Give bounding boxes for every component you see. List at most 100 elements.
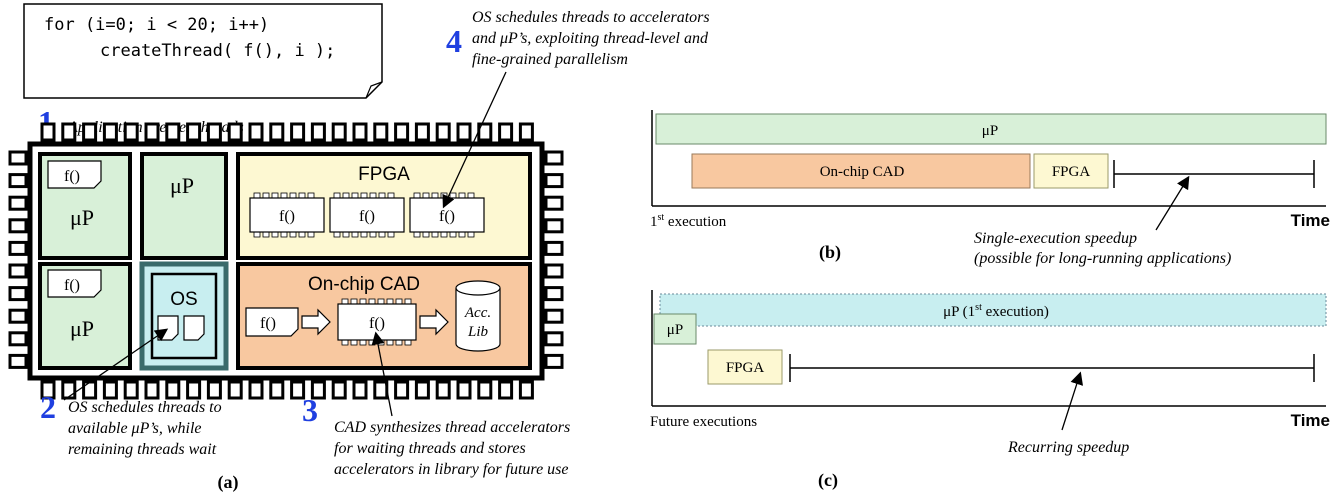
chip-pin bbox=[8, 173, 28, 189]
chip-pin bbox=[227, 380, 243, 400]
step-4-line-3: fine-grained parallelism bbox=[472, 51, 628, 68]
time-label: Time bbox=[1291, 411, 1330, 430]
caption-a: (a) bbox=[218, 472, 239, 493]
chip-pin bbox=[269, 122, 285, 142]
waiting-thread-icon bbox=[157, 315, 179, 341]
chip-pin bbox=[248, 380, 264, 400]
chip-pin bbox=[144, 380, 160, 400]
chip-pin bbox=[544, 240, 564, 256]
axis-left-label: 1st execution bbox=[650, 212, 727, 230]
caption-b: (b) bbox=[819, 242, 841, 263]
up-label: μP bbox=[170, 173, 194, 198]
code-box: for (i=0; i < 20; i++) createThread( f()… bbox=[23, 3, 383, 99]
chip-pin bbox=[123, 122, 139, 142]
chip-pin bbox=[414, 122, 430, 142]
step-3-line-2: for waiting threads and stores bbox=[334, 440, 526, 457]
chip-pin bbox=[8, 353, 28, 369]
fpga-bar bbox=[707, 349, 783, 385]
fpga-bar-label: FPGA bbox=[1052, 164, 1091, 180]
step-2-line-2: available μP’s, while bbox=[68, 420, 202, 437]
f-token: f() bbox=[260, 315, 276, 332]
speedup-arrow bbox=[1061, 371, 1084, 431]
annotation-line-1: Single-execution speedup bbox=[974, 230, 1137, 247]
chip-pin bbox=[102, 380, 118, 400]
step-3-number: 3 bbox=[302, 392, 318, 428]
up-bar bbox=[655, 113, 1327, 145]
step-2-line-1: OS schedules threads to bbox=[68, 399, 222, 416]
up-label: μP bbox=[70, 205, 94, 230]
chip-pin bbox=[477, 380, 493, 400]
chip-pin bbox=[394, 380, 410, 400]
step-2-line-3: remaining threads wait bbox=[68, 441, 217, 458]
chip-pin bbox=[82, 122, 98, 142]
chip-pin bbox=[352, 380, 368, 400]
step-2-arrow bbox=[63, 328, 169, 401]
time-label: Time bbox=[1291, 211, 1330, 230]
fpga-bar bbox=[1033, 153, 1109, 189]
chip-pin bbox=[165, 122, 181, 142]
chip-pin bbox=[310, 122, 326, 142]
step-2-number: 2 bbox=[40, 389, 56, 425]
up-small-label: μP bbox=[667, 322, 683, 338]
fpga-bar-label: FPGA bbox=[726, 360, 765, 376]
chip-pin bbox=[165, 380, 181, 400]
step-3-line-3: accelerators in library for future use bbox=[334, 461, 569, 478]
chip-pin bbox=[82, 380, 98, 400]
chip-pin bbox=[206, 122, 222, 142]
f-token: f() bbox=[64, 277, 80, 294]
caption-c: (c) bbox=[818, 470, 838, 491]
chip-pin bbox=[544, 263, 564, 279]
chip-pin bbox=[544, 353, 564, 369]
arrow-icon bbox=[301, 308, 331, 336]
timeline-c: μP (1st execution) μP FPGA Future execut… bbox=[650, 290, 1330, 491]
chip-pin bbox=[310, 380, 326, 400]
chip-pin bbox=[544, 286, 564, 302]
step-4-line-2: and μP’s, exploiting thread-level and bbox=[472, 30, 709, 47]
chip-pin bbox=[8, 331, 28, 347]
chip-pin bbox=[435, 380, 451, 400]
cad-bar-label: On-chip CAD bbox=[820, 164, 905, 180]
f-token: f() bbox=[359, 208, 375, 225]
chip-pin bbox=[373, 380, 389, 400]
chip-pin bbox=[373, 122, 389, 142]
chip-pin bbox=[331, 122, 347, 142]
chip-pin bbox=[8, 218, 28, 234]
code-line-1: for (i=0; i < 20; i++) bbox=[44, 15, 269, 35]
chip-pin bbox=[544, 331, 564, 347]
chip-pin bbox=[61, 380, 77, 400]
step-4-number: 4 bbox=[446, 23, 462, 59]
chip-pin bbox=[518, 122, 534, 142]
chip-pin bbox=[8, 195, 28, 211]
chip-pin bbox=[8, 308, 28, 324]
chip-pin bbox=[518, 380, 534, 400]
chip-pin bbox=[456, 122, 472, 142]
chip-pin bbox=[206, 380, 222, 400]
chip-pin bbox=[498, 122, 514, 142]
chip-pin bbox=[331, 380, 347, 400]
chip-pin bbox=[8, 240, 28, 256]
f-token: f() bbox=[369, 315, 385, 332]
up-first-exec-bar bbox=[659, 293, 1327, 327]
up-bar-label: μP bbox=[982, 123, 998, 139]
chip-pin bbox=[61, 122, 77, 142]
chip-pin bbox=[435, 122, 451, 142]
accelerator-chip: f() bbox=[329, 192, 405, 238]
speedup-arrow bbox=[1155, 175, 1190, 231]
thread-token bbox=[245, 307, 299, 337]
chip-pin bbox=[544, 218, 564, 234]
annotation-line-2: (possible for long-running applications) bbox=[974, 250, 1231, 267]
annotation: Recurring speedup bbox=[1007, 439, 1129, 456]
chip-pin bbox=[544, 195, 564, 211]
chip-pin bbox=[544, 150, 564, 166]
f-token: f() bbox=[439, 208, 455, 225]
chip-pin bbox=[352, 122, 368, 142]
chip-pin bbox=[394, 122, 410, 142]
chip-pin bbox=[8, 263, 28, 279]
code-line-2: createThread( f(), i ); bbox=[100, 41, 335, 61]
cad-label: On-chip CAD bbox=[308, 274, 420, 295]
chip-pin bbox=[186, 380, 202, 400]
step-3-arrow bbox=[371, 331, 393, 417]
up-small-bar bbox=[653, 313, 697, 345]
chip-pin bbox=[144, 122, 160, 142]
